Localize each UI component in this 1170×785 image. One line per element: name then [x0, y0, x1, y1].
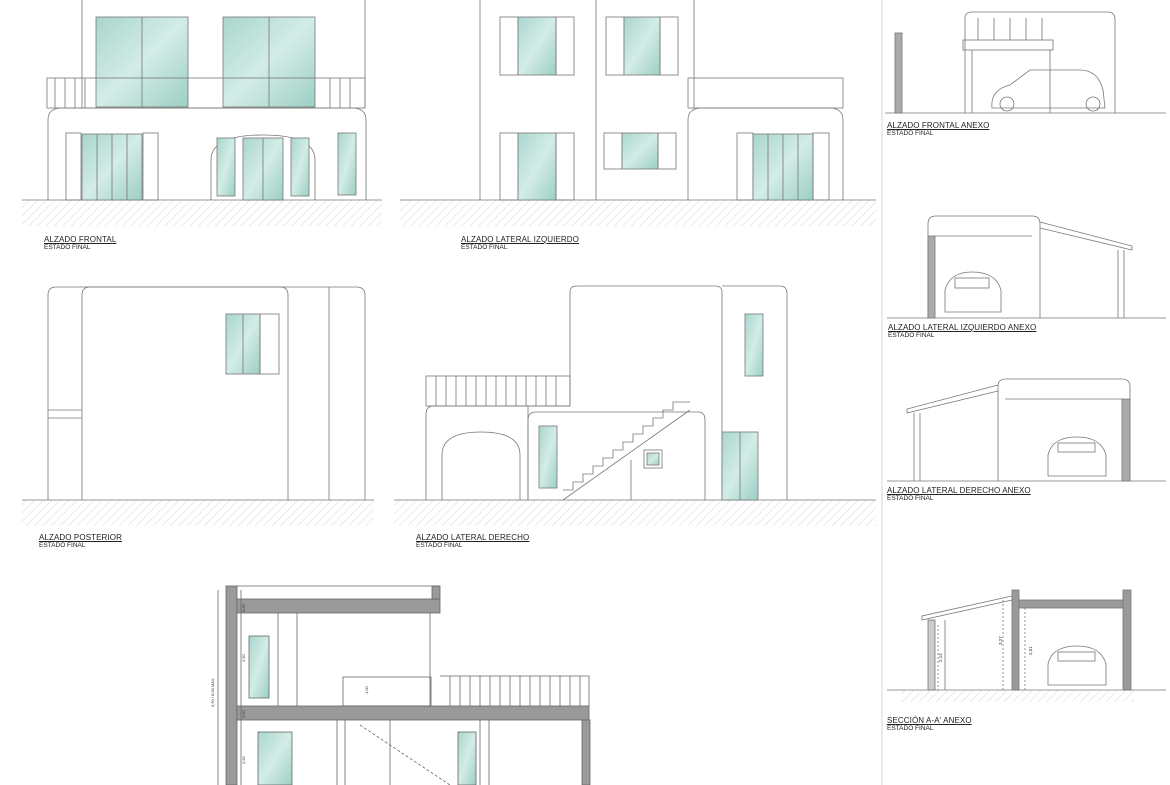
drawing-title: ALZADO FRONTAL ANEXO: [887, 121, 990, 130]
label-alzado-frontal: ALZADO FRONTAL ESTADO FINAL: [44, 236, 116, 252]
alzado-lateral-derecho-drawing: [394, 285, 876, 526]
dim-section-lower: 2,50: [241, 755, 246, 764]
drawing-title: ALZADO FRONTAL: [44, 235, 117, 244]
alzado-lateral-izquierdo-drawing: [400, 0, 876, 226]
dim-section-total: 6,90 / 8,00 MAX: [210, 678, 215, 707]
dim-annex-height-2: 2,51: [1028, 646, 1033, 655]
drawing-title: ALZADO LATERAL IZQUIERDO: [461, 235, 579, 244]
alzado-frontal-drawing: [22, 0, 382, 226]
drawing-subtitle: ESTADO FINAL: [888, 332, 935, 339]
alzado-lateral-derecho-anexo-drawing: [887, 378, 1166, 482]
drawing-title: ALZADO LATERAL IZQUIERDO ANEXO: [888, 323, 1037, 332]
label-alzado-posterior: ALZADO POSTERIOR ESTADO FINAL: [39, 534, 122, 550]
dim-section-upper: 2,50: [241, 653, 246, 662]
seccion-vivienda-drawing: [217, 585, 591, 785]
drawing-title: ALZADO LATERAL DERECHO ANEXO: [887, 486, 1031, 495]
label-alzado-frontal-anexo: ALZADO FRONTAL ANEXO ESTADO FINAL: [887, 122, 989, 138]
drawing-title: ALZADO POSTERIOR: [39, 533, 122, 542]
drawing-title: ALZADO LATERAL DERECHO: [416, 533, 530, 542]
dim-section-rail: 1,00: [364, 685, 369, 694]
drawing-subtitle: ESTADO FINAL: [887, 495, 934, 502]
dim-section-mid-slab: 0,50: [241, 709, 246, 718]
dim-annex-height-1: 3,27: [998, 636, 1003, 645]
drawing-subtitle: ESTADO FINAL: [887, 130, 934, 137]
alzado-frontal-anexo-drawing: [885, 11, 1166, 114]
drawing-title: SECCIÓN A-A' ANEXO: [887, 716, 972, 725]
alzado-posterior-drawing: [22, 286, 374, 526]
label-seccion-a-a-anexo: SECCIÓN A-A' ANEXO ESTADO FINAL: [887, 717, 972, 733]
alzado-lateral-izquierdo-anexo-drawing: [887, 215, 1166, 319]
label-alzado-lateral-derecho: ALZADO LATERAL DERECHO ESTADO FINAL: [416, 534, 529, 550]
drawing-subtitle: ESTADO FINAL: [887, 725, 934, 732]
label-alzado-lateral-derecho-anexo: ALZADO LATERAL DERECHO ANEXO ESTADO FINA…: [887, 487, 1031, 503]
drawing-subtitle: ESTADO FINAL: [44, 244, 91, 251]
seccion-a-a-anexo-drawing: [887, 589, 1166, 702]
drawing-subtitle: ESTADO FINAL: [416, 542, 463, 549]
label-alzado-lateral-izquierdo-anexo: ALZADO LATERAL IZQUIERDO ANEXO ESTADO FI…: [888, 324, 1036, 340]
dim-section-slab-top: 0,50: [241, 603, 246, 612]
drawing-subtitle: ESTADO FINAL: [461, 244, 508, 251]
dim-annex-height-3: 2,14: [938, 653, 943, 662]
drawing-subtitle: ESTADO FINAL: [39, 542, 86, 549]
label-alzado-lateral-izquierdo: ALZADO LATERAL IZQUIERDO ESTADO FINAL: [461, 236, 579, 252]
